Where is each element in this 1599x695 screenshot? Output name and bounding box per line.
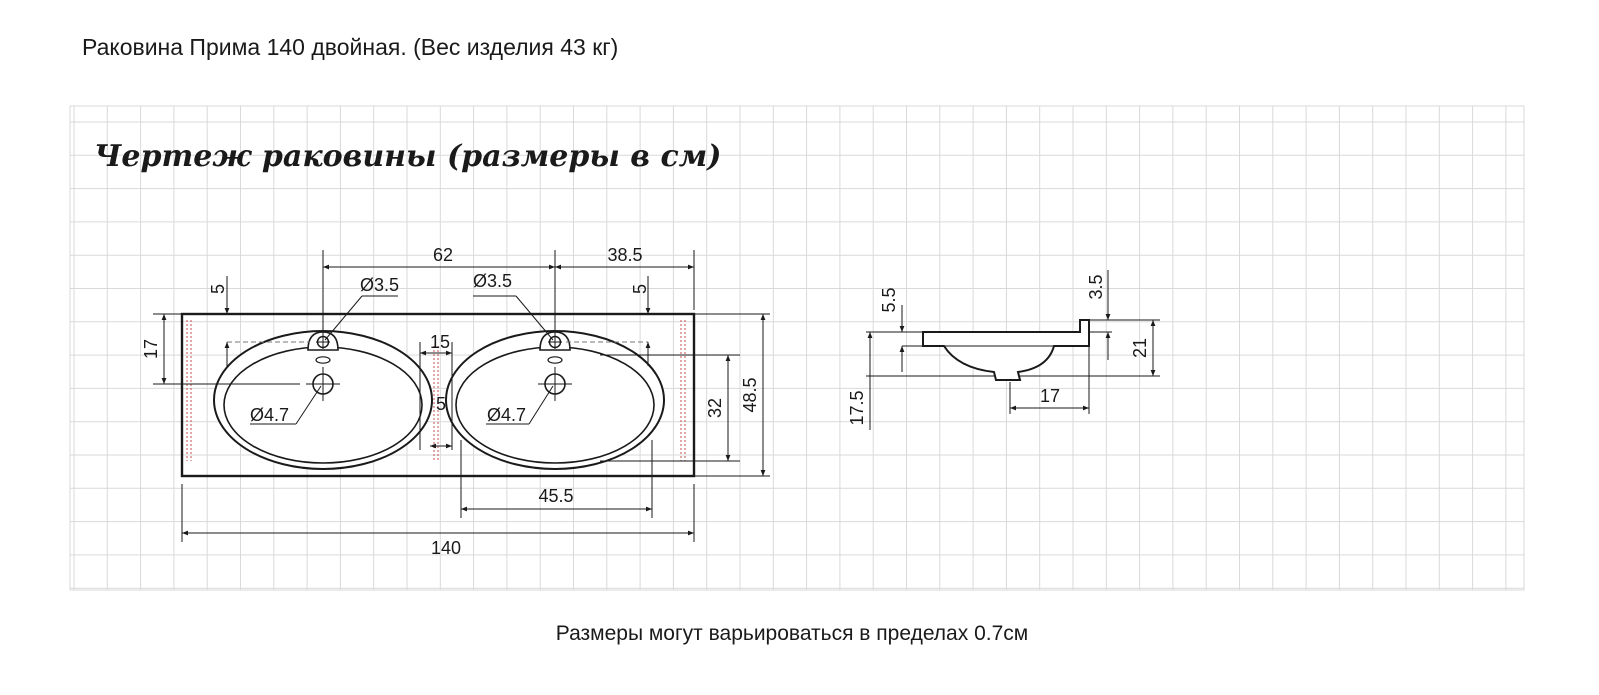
dim-140-label: 140 <box>431 538 461 558</box>
dim-5-5-label: 5.5 <box>879 287 899 312</box>
dim-32-label: 32 <box>705 398 725 418</box>
dim-15-label: 15 <box>430 332 450 352</box>
tolerance-note: Размеры могут варьироваться в пределах 0… <box>555 622 1029 645</box>
dim-drain-right-label: Ø4.7 <box>487 405 526 425</box>
dim-3-5-label: 3.5 <box>1086 274 1106 299</box>
dim-17-label: 17 <box>141 339 161 359</box>
right-basin-bowl <box>455 346 655 464</box>
dim-45-5-label: 45.5 <box>538 486 573 506</box>
dim-21-label: 21 <box>1130 338 1150 358</box>
dim-5-mid-label: 5 <box>436 394 446 414</box>
drawing-heading: Чертеж раковины (размеры в см) <box>94 139 721 174</box>
page-title: Раковина Прима 140 двойная. (Вес изделия… <box>82 34 619 60</box>
dim-drain-left-label: Ø4.7 <box>250 405 289 425</box>
dim-hole-left-label: Ø3.5 <box>360 275 399 295</box>
dim-48-5-label: 48.5 <box>740 377 760 412</box>
left-overflow <box>315 356 331 364</box>
right-overflow <box>547 356 563 364</box>
dim-5-left-label: 5 <box>208 284 228 294</box>
top-view: 62 38.5 Ø3.5 Ø3.5 5 5 17 15 5 <box>141 245 770 558</box>
dim-62-label: 62 <box>433 245 453 265</box>
countertop-outline <box>180 312 696 478</box>
side-dim-17-label: 17 <box>1040 386 1060 406</box>
dim-17-5-label: 17.5 <box>847 390 867 425</box>
dim-hole-right-label: Ø3.5 <box>473 271 512 291</box>
dim-38-5-label: 38.5 <box>607 245 642 265</box>
dim-5-right-label: 5 <box>630 284 650 294</box>
side-view: 5.5 3.5 21 17.5 17 <box>847 270 1160 430</box>
